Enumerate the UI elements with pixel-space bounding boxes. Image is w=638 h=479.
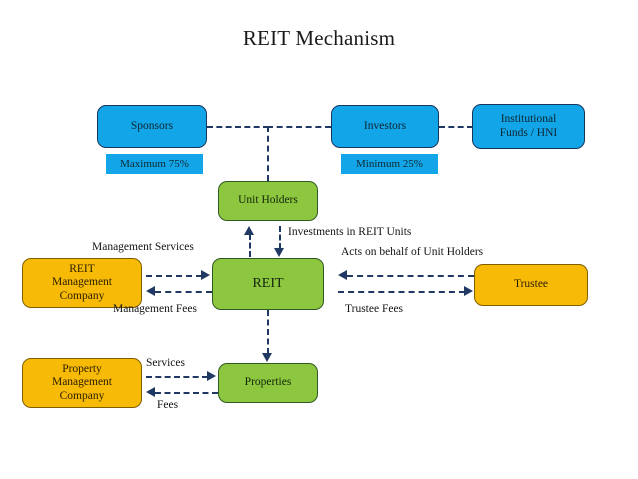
connector-reit-to-properties: [267, 310, 269, 354]
node-reit-management-company-label-line1: REIT: [69, 262, 95, 275]
edge-label-trustee-fees: Trustee Fees: [345, 303, 404, 315]
node-sponsors-label: Sponsors: [130, 119, 174, 132]
node-property-management-company-label-line2: Management: [51, 376, 113, 389]
node-properties-label: Properties: [244, 376, 292, 389]
connector-property-mgmt-to-properties: [146, 376, 208, 378]
edge-label-investments: Investments in REIT Units: [288, 226, 412, 238]
diagram-title: REIT Mechanism: [242, 26, 396, 50]
chip-maximum-sponsors-label: Maximum 75%: [120, 158, 189, 170]
edge-label-management-fees: Management Fees: [113, 303, 197, 315]
connector-sponsors-to-junction: [207, 126, 269, 128]
node-property-management-company-label-line1: Property: [62, 362, 102, 375]
arrowhead-left-mgmt-company: [146, 286, 155, 296]
node-institutional-funds-label-line1: Institutional: [500, 113, 557, 125]
node-unit-holders-label: Unit Holders: [238, 194, 298, 207]
edge-label-fees: Fees: [157, 399, 179, 411]
node-reit-management-company-label-line3: Company: [59, 289, 105, 302]
connector-junction-to-investors: [267, 126, 331, 128]
connector-reit-to-mgmt-company: [155, 291, 212, 293]
connector-mgmt-company-to-reit: [146, 275, 202, 277]
connector-trustee-to-reit: [347, 275, 474, 277]
arrowhead-left-property-mgmt: [146, 387, 155, 397]
arrowhead-right-reit: [201, 270, 210, 280]
arrowhead-right-trustee: [464, 286, 473, 296]
node-trustee[interactable]: Trustee: [474, 264, 588, 306]
arrowhead-left-reit: [338, 270, 347, 280]
arrowhead-down-reit: [274, 248, 284, 257]
edge-label-management-services: Management Services: [92, 241, 194, 253]
node-unit-holders[interactable]: Unit Holders: [218, 181, 318, 221]
node-property-management-company[interactable]: Property Management Company: [22, 358, 142, 408]
chip-minimum-investors: Minimum 25%: [341, 154, 438, 174]
node-investors[interactable]: Investors: [331, 105, 439, 148]
connector-properties-to-property-mgmt: [155, 392, 218, 394]
node-reit-management-company[interactable]: REIT Management Company: [22, 258, 142, 308]
edge-label-services: Services: [146, 357, 185, 369]
connector-unit-holders-to-reit: [279, 226, 281, 249]
connector-reit-to-trustee: [338, 291, 465, 293]
node-reit-management-company-label-line2: Management: [51, 276, 113, 289]
chip-maximum-sponsors: Maximum 75%: [106, 154, 203, 174]
connector-investors-to-institutional: [439, 126, 473, 128]
node-reit[interactable]: REIT: [212, 258, 324, 310]
node-investors-label: Investors: [363, 119, 407, 132]
arrowhead-down-properties: [262, 353, 272, 362]
node-property-management-company-label-line3: Company: [59, 389, 105, 402]
node-sponsors[interactable]: Sponsors: [97, 105, 207, 148]
node-institutional-funds[interactable]: Institutional Funds / HNI: [472, 104, 585, 149]
chip-minimum-investors-label: Minimum 25%: [356, 158, 423, 170]
node-reit-label: REIT: [252, 276, 284, 292]
node-trustee-label: Trustee: [513, 278, 549, 291]
arrowhead-up-unit-holders: [244, 226, 254, 235]
node-institutional-funds-label-line2: Funds / HNI: [499, 126, 558, 139]
connector-junction-to-unit-holders: [267, 126, 269, 181]
edge-label-acts-on-behalf: Acts on behalf of Unit Holders: [341, 246, 484, 258]
node-properties[interactable]: Properties: [218, 363, 318, 403]
arrowhead-right-properties: [207, 371, 216, 381]
connector-reit-to-unit-holders: [249, 234, 251, 257]
